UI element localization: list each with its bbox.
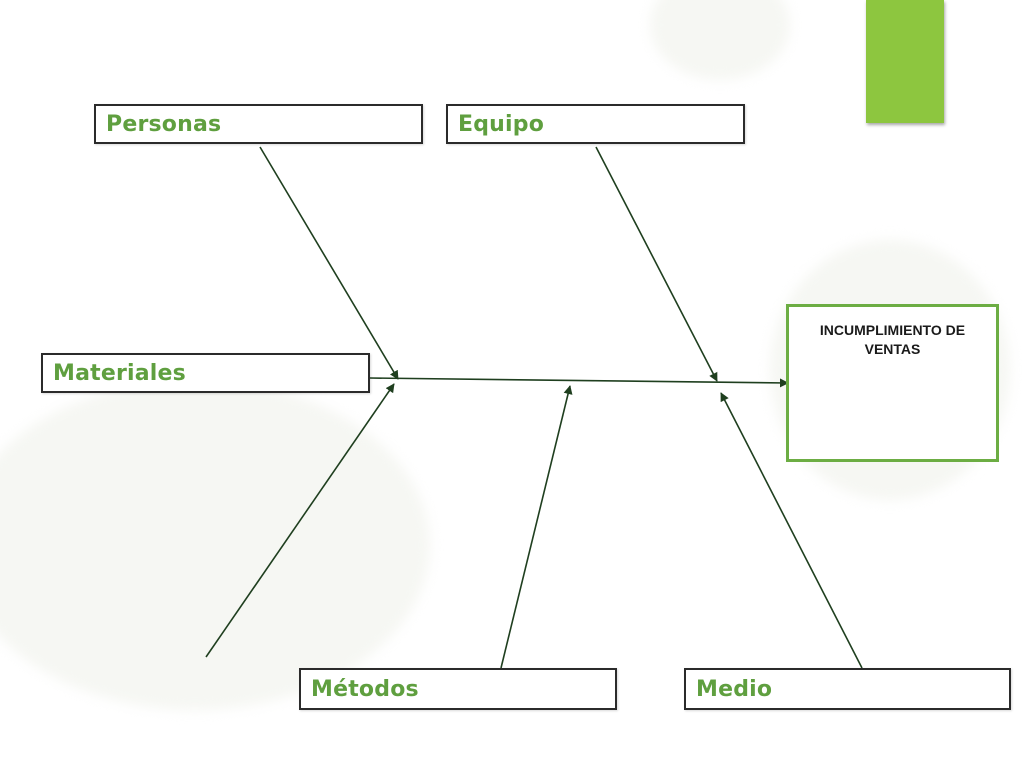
category-box-materiales: Materiales: [41, 353, 370, 393]
category-label-medio: Medio: [696, 676, 773, 702]
spine-arrow: [369, 377, 789, 388]
category-box-medio: Medio: [684, 668, 1011, 710]
equipo-arrow: [595, 146, 718, 382]
category-label-metodos: Métodos: [311, 676, 419, 702]
category-label-materiales: Materiales: [53, 360, 186, 386]
category-label-equipo: Equipo: [458, 111, 545, 137]
metodos-arrow: [500, 385, 573, 669]
category-label-personas: Personas: [106, 111, 222, 137]
effect-label: INCUMPLIMIENTO DE VENTAS: [819, 322, 966, 357]
category-box-metodos: Métodos: [299, 668, 617, 710]
effect-box: INCUMPLIMIENTO DE VENTAS: [786, 304, 999, 462]
category-box-equipo: Equipo: [446, 104, 745, 144]
materiales-arrow: [205, 383, 395, 658]
medio-arrow: [720, 392, 863, 669]
category-box-personas: Personas: [94, 104, 423, 144]
accent-bar: [866, 0, 944, 123]
personas-arrow: [259, 146, 399, 380]
